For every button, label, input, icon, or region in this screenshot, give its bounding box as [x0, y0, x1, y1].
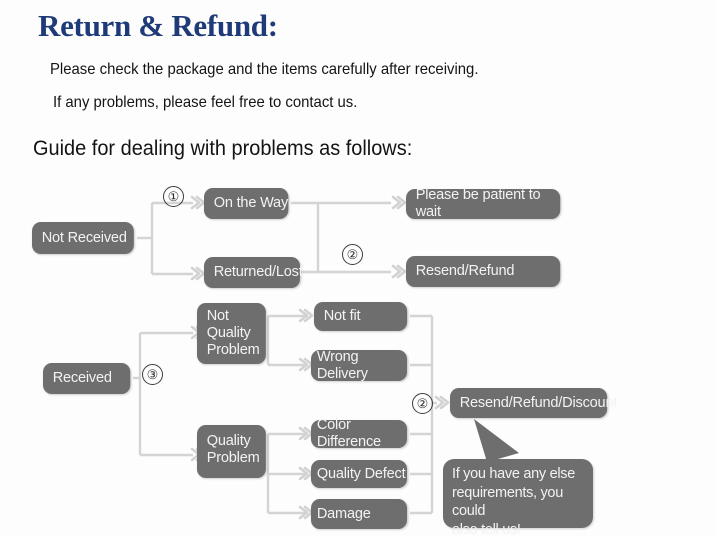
bubble-tail	[474, 419, 519, 462]
node-wrong-delivery[interactable]: Wrong Delivery	[311, 348, 408, 381]
node-quality-defect[interactable]: Quality Defect	[311, 460, 408, 488]
node-received[interactable]: Received	[43, 363, 131, 394]
node-color-difference[interactable]: Color Difference	[311, 416, 408, 450]
node-on-the-way[interactable]: On the Way	[204, 188, 289, 219]
node-not-quality-problem[interactable]: Not Quality Problem	[197, 303, 266, 364]
arrow-on-the-way	[190, 195, 206, 210]
intro-line-2: If any problems, please feel free to con…	[53, 94, 358, 111]
node-resend-refund[interactable]: Resend/Refund	[406, 256, 561, 287]
arrow-not-fit	[298, 308, 314, 323]
arrow-returned-lost	[190, 266, 206, 281]
intro-line-1: Please check the package and the items c…	[50, 61, 479, 78]
arrow-please-be-patient	[391, 195, 407, 210]
page-title: Return & Refund:	[38, 8, 278, 43]
arrow-resend-refund-discount	[434, 395, 450, 410]
node-not-received[interactable]: Not Received	[32, 222, 134, 254]
node-please-be-patient-to-wait[interactable]: Please be patient to wait	[406, 186, 561, 220]
callout-bubble: If you have any else requirements, you c…	[443, 459, 593, 536]
node-damage[interactable]: Damage	[311, 499, 408, 529]
node-returned-lost[interactable]: Returned/Lost	[204, 257, 303, 288]
bubble-line-3: also tell us!	[452, 521, 521, 536]
marker-one: ①	[163, 186, 184, 207]
node-not-fit[interactable]: Not fit	[314, 302, 408, 331]
bubble-line-2: requirements, you could	[452, 484, 563, 520]
bubble-line-1: If you have any else	[452, 466, 575, 482]
marker-three: ③	[142, 364, 163, 385]
guide-heading: Guide for dealing with problems as follo…	[33, 137, 413, 160]
node-quality-problem[interactable]: Quality Problem	[197, 425, 266, 478]
arrow-resend-refund	[391, 264, 407, 279]
marker-two-top: ②	[342, 244, 363, 265]
node-resend-refund-discount[interactable]: Resend/Refund/Discount	[450, 388, 617, 418]
marker-two-bottom: ②	[412, 393, 433, 414]
